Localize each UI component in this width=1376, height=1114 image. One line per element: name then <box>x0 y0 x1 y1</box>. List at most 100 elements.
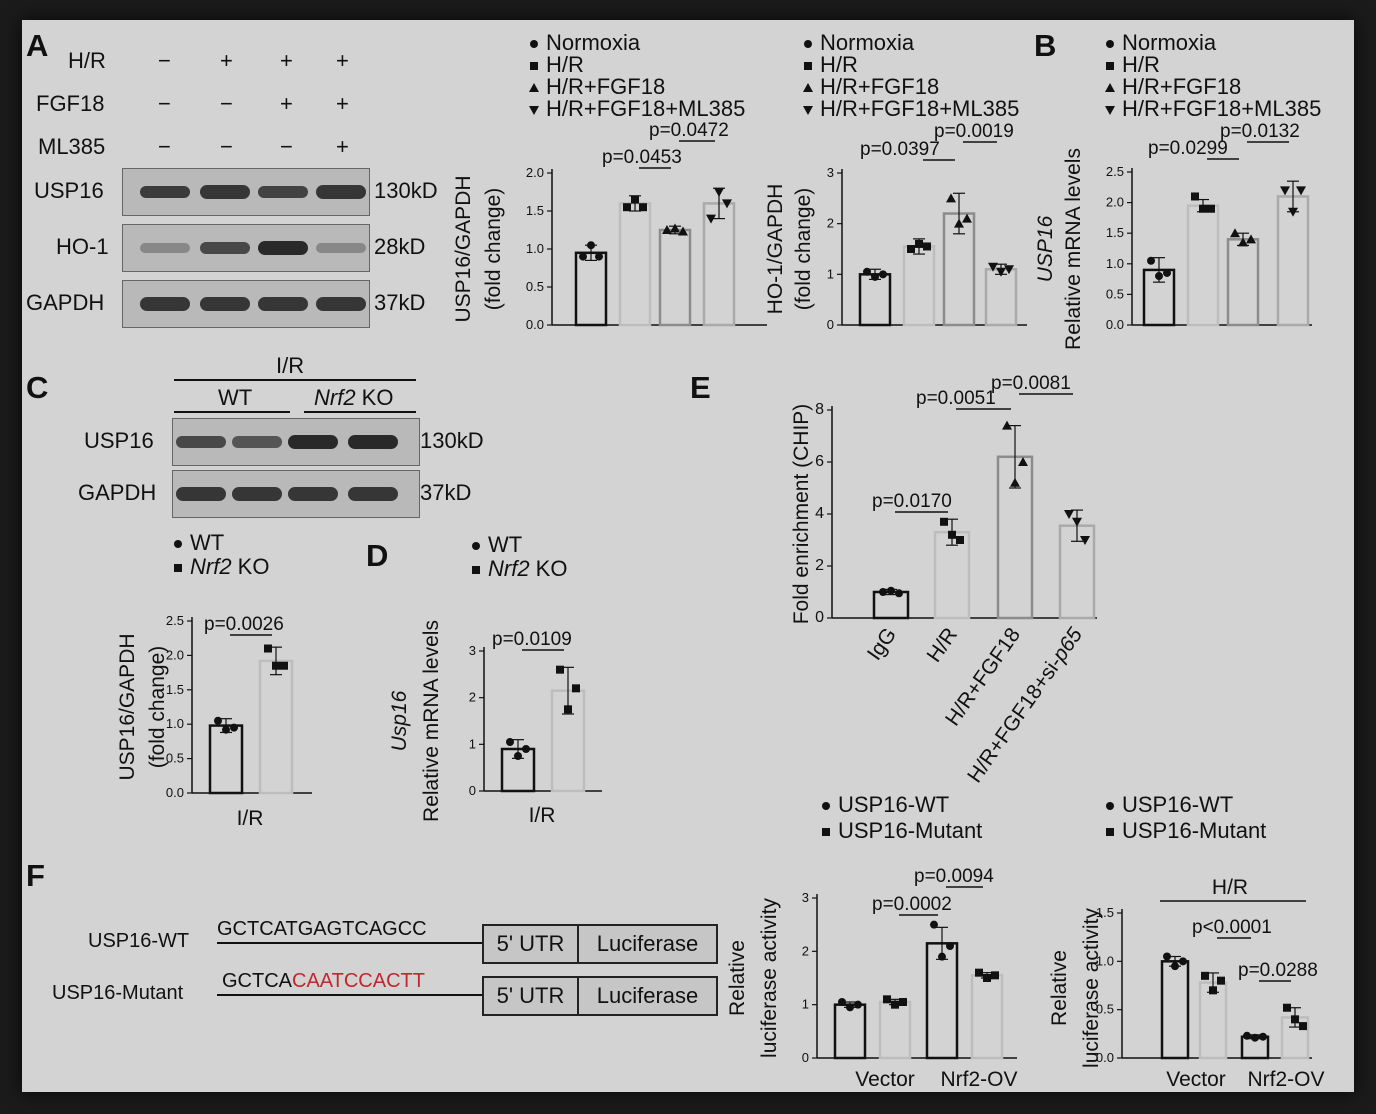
data-point <box>996 267 1006 277</box>
y-axis-label: (fold change) <box>146 646 169 769</box>
data-point <box>714 188 724 197</box>
p-value-label: p=0.0094 <box>914 866 994 887</box>
data-point <box>983 974 991 982</box>
legend-entry: Nrf2 KO <box>488 556 567 581</box>
legend-marker <box>174 564 182 572</box>
data-point <box>264 644 272 653</box>
molecular-weight-label: 37kD <box>420 480 472 505</box>
legend-entry: Normoxia <box>820 30 915 55</box>
legend-marker <box>529 106 539 115</box>
data-point <box>1201 971 1209 980</box>
blot-band <box>200 297 250 311</box>
y-tick-label: 2 <box>469 690 476 705</box>
bar <box>933 530 971 620</box>
bar <box>970 974 1004 1060</box>
data-point <box>587 241 595 250</box>
data-point <box>1209 986 1217 995</box>
wt-sequence-line <box>217 942 483 944</box>
p-value-label: p=0.0109 <box>492 629 572 650</box>
data-point <box>564 705 572 714</box>
data-point <box>940 517 948 526</box>
data-point <box>1238 237 1248 247</box>
treatment-sign: + <box>280 48 293 73</box>
data-point <box>891 1000 899 1009</box>
data-point <box>631 195 639 204</box>
utr-box-mutant: 5' UTR <box>482 976 578 1016</box>
data-point <box>579 252 587 261</box>
data-point <box>1296 186 1306 196</box>
y-tick-label: 1.0 <box>526 241 544 256</box>
y-tick-label: 1 <box>827 266 834 281</box>
p-value-label: p=0.0051 <box>916 388 996 409</box>
blot-band <box>176 487 226 501</box>
data-point <box>1280 186 1290 196</box>
blot-strip <box>122 168 370 216</box>
bar <box>984 268 1018 327</box>
data-point <box>899 998 907 1006</box>
data-point <box>1163 268 1171 277</box>
legend-marker <box>530 62 538 70</box>
legend-entry: Normoxia <box>546 30 641 55</box>
data-point <box>639 203 647 212</box>
y-axis-label: Usp16 <box>388 690 411 751</box>
treatment-sign: + <box>336 134 349 159</box>
data-point <box>883 995 891 1004</box>
y-tick-label: 1.5 <box>1106 225 1124 240</box>
data-point <box>670 223 680 233</box>
y-tick-label: 1.0 <box>166 716 184 731</box>
y-tick-label: 0.0 <box>166 785 184 800</box>
data-point <box>1147 256 1155 265</box>
data-point <box>1230 228 1240 238</box>
blot-strip <box>122 280 370 328</box>
blot-band <box>258 297 308 311</box>
bar <box>858 273 892 327</box>
data-point <box>1004 265 1014 275</box>
treatment-sign: − <box>280 134 293 159</box>
bar <box>258 659 294 795</box>
p-value-label: p=0.0002 <box>872 894 952 915</box>
legend-entry: WT <box>190 530 224 555</box>
y-tick-label: 1 <box>802 997 809 1012</box>
p-value-label: p=0.0288 <box>1238 960 1318 981</box>
bar <box>208 724 244 795</box>
legend-marker <box>1106 802 1114 810</box>
blot-band <box>258 185 308 199</box>
panel-label-e: E <box>690 370 711 405</box>
bar <box>658 228 692 327</box>
data-point <box>1163 952 1171 961</box>
y-tick-label: 0.0 <box>1106 317 1124 332</box>
y-axis-label: Relative <box>1048 950 1071 1026</box>
blot-band <box>140 185 190 199</box>
y-tick-label: 1.5 <box>526 203 544 218</box>
legend-marker <box>1105 106 1115 115</box>
data-point <box>678 226 688 236</box>
p-value-label: p=0.0472 <box>649 120 729 141</box>
data-point <box>907 245 915 253</box>
y-tick-label: 2.5 <box>166 613 184 628</box>
molecular-weight-label: 28kD <box>374 234 426 259</box>
data-point <box>1283 1003 1291 1012</box>
blot-band <box>258 241 308 255</box>
legend-entry: H/R+FGF18+ML385 <box>820 96 1019 121</box>
y-axis-label: Fold enrichment (CHIP) <box>790 404 813 625</box>
data-point <box>222 725 230 734</box>
bar <box>902 245 936 327</box>
p-value-label: p=0.0170 <box>872 491 952 512</box>
treatment-sign: + <box>336 48 349 73</box>
y-tick-label: 1.5 <box>166 682 184 697</box>
y-tick-label: 1.0 <box>1106 256 1124 271</box>
blot-band <box>232 487 282 501</box>
data-point <box>991 971 999 980</box>
bar <box>1186 204 1220 327</box>
group-label: Vector <box>1166 1068 1226 1091</box>
data-point <box>946 942 954 950</box>
blot-band <box>288 487 338 501</box>
legend-marker <box>822 802 830 810</box>
data-point <box>214 716 222 725</box>
category-label: IgG <box>863 624 901 665</box>
data-point <box>522 745 530 753</box>
